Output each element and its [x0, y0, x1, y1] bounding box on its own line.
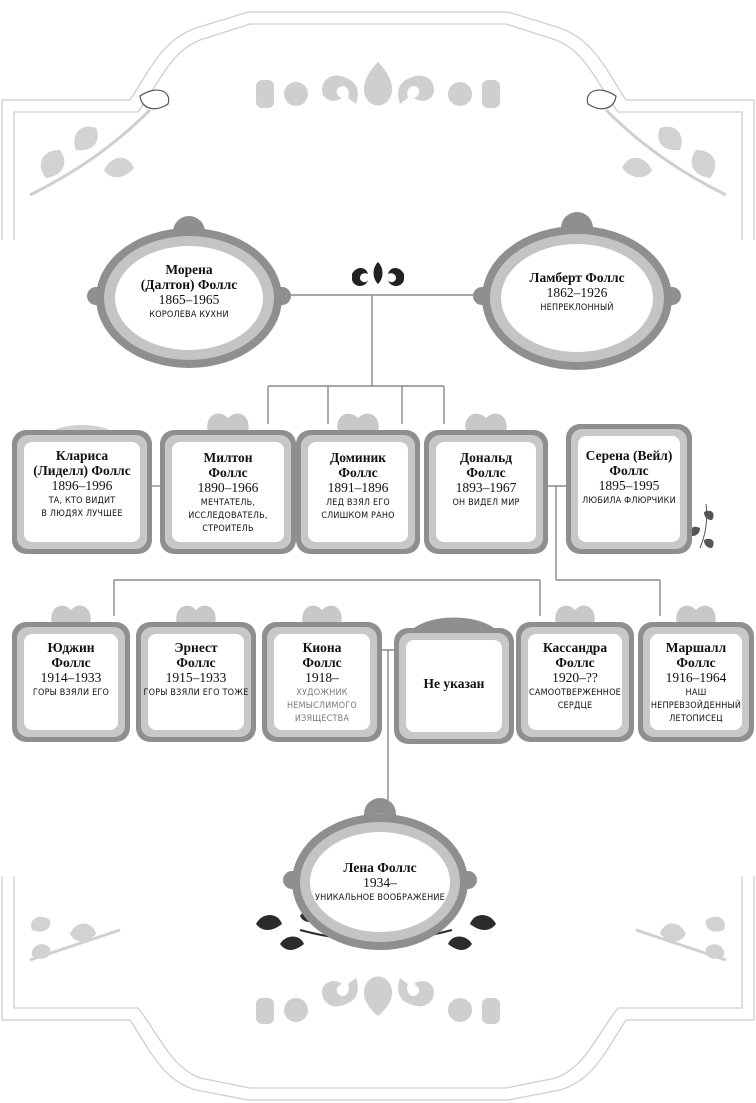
person-name: Юджин [47, 640, 95, 655]
person-description: Он видел мир [452, 498, 520, 508]
rect-frame-icon [424, 413, 548, 554]
person-description: Художник немыслимого [286, 688, 357, 711]
person-description: в людях лучшее [41, 509, 123, 519]
rect-frame-icon [160, 413, 296, 554]
person-name: Фоллс [555, 655, 595, 670]
person-name: Морена [165, 262, 213, 277]
person-name: Фоллс [676, 655, 716, 670]
rect-frame-icon [638, 605, 754, 742]
oval-frame-icon [283, 798, 477, 950]
bottom-ornament-icon [256, 976, 500, 1024]
person-years: 1934– [363, 875, 397, 890]
person-name: Фоллс [338, 465, 378, 480]
sprig-icon [690, 503, 714, 549]
person-years: 1890–1966 [197, 480, 259, 495]
person-name: Лена Фоллс [343, 860, 417, 875]
person-description: Мечтатель, исследователь, [188, 498, 268, 521]
person-description: летописец [669, 714, 723, 724]
person-name: Доминик [329, 450, 387, 465]
rect-frame-icon [296, 413, 420, 554]
rect-frame-icon [12, 605, 130, 742]
leaves-icon [586, 89, 727, 197]
person-name: Серена (Вейл) [585, 448, 673, 463]
top-ornament-icon [256, 62, 500, 108]
person-description: Королева кухни [149, 310, 229, 320]
person-years: 1918– [305, 670, 339, 685]
person-description: Любила флюрчики [582, 496, 676, 506]
person-description: Непреклонный [540, 303, 614, 313]
oval-frame-icon [473, 212, 681, 370]
rect-frame-icon [516, 605, 634, 742]
person-name: Ламберт Фоллс [529, 270, 625, 285]
person-description: Самоотверженное [529, 688, 621, 698]
person-name: Кассандра [542, 640, 608, 655]
person-description: сердце [557, 701, 593, 711]
person-name: Эрнест [174, 640, 218, 655]
rect-frame-icon [12, 425, 152, 554]
person-years: 1862–1926 [546, 285, 608, 300]
person-years: 1920–?? [552, 670, 598, 685]
leaves-icon [29, 89, 170, 197]
person-name: Фоллс [466, 465, 506, 480]
rect-frame-icon [566, 424, 692, 554]
person-description: слишком рано [321, 511, 395, 521]
person-years: 1891–1896 [327, 480, 389, 495]
person-name: Фоллс [176, 655, 216, 670]
person-description: строитель [202, 524, 254, 534]
person-description: Горы взяли его тоже [143, 688, 249, 698]
leaves-icon [29, 916, 121, 962]
person-name: Не указан [423, 676, 485, 691]
person-name: Милтон [203, 450, 253, 465]
oval-frame-icon [87, 216, 291, 368]
person-years: 1915–1933 [165, 670, 227, 685]
person-years: 1916–1964 [665, 670, 727, 685]
person-description: Та, кто видит [48, 496, 116, 506]
leaves-icon [635, 916, 727, 962]
person-description: изящества [294, 714, 350, 724]
person-name: Киона [302, 640, 342, 655]
person-name: (Лиделл) Фоллс [33, 463, 131, 478]
person-years: 1865–1965 [158, 292, 220, 307]
person-description: Наш непревзойденный [650, 688, 742, 711]
person-name: Фоллс [302, 655, 342, 670]
person-years: 1896–1996 [51, 478, 113, 493]
person-years: 1914–1933 [40, 670, 102, 685]
person-description: Уникальное воображение [315, 893, 445, 903]
rect-frame-icon [262, 605, 382, 742]
person-years: 1895–1995 [598, 478, 660, 493]
person-name: Фоллс [208, 465, 248, 480]
person-name: Маршалл [665, 640, 727, 655]
person-name: Фоллс [609, 463, 649, 478]
person-name: Фоллс [51, 655, 91, 670]
flourish-icon [352, 262, 404, 286]
person-name: Дональд [459, 450, 513, 465]
rect-frame-icon [394, 617, 514, 744]
person-name: Клариса [55, 448, 109, 463]
rect-frame-icon [136, 605, 256, 742]
person-description: Горы взяли его [32, 688, 110, 698]
person-years: 1893–1967 [455, 480, 517, 495]
person-name: (Далтон) Фоллс [140, 277, 238, 292]
person-description: Лед взял его [326, 498, 390, 508]
